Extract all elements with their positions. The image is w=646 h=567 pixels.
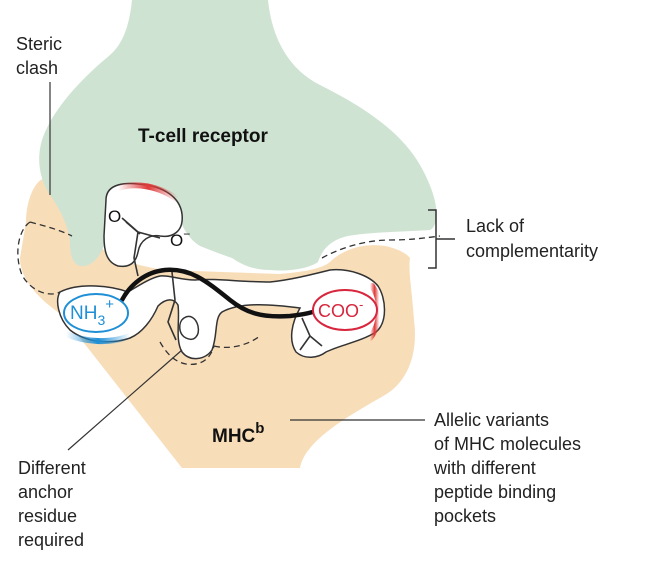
complementarity-label: Lack of complementarity	[466, 216, 598, 261]
carboxylate-bonds	[121, 217, 161, 277]
complementarity-bracket	[428, 209, 455, 269]
allelic-label: Allelic variants of MHC molecules with d…	[433, 410, 586, 526]
steric-clash-outline	[17, 221, 61, 295]
c-terminus-label: COO-	[318, 297, 363, 321]
c-terminus-ellipse	[312, 289, 378, 331]
peptide-side-chain-2	[299, 317, 323, 351]
n-terminus-label: NH3+	[70, 296, 114, 328]
anchor-label: Different anchor residue required	[18, 458, 91, 550]
mhc-title: MHCb	[212, 420, 264, 447]
mhc-pocket-dashed	[159, 341, 215, 366]
steric-label: Steric clash	[16, 34, 67, 78]
anchor-residue	[179, 315, 200, 340]
tcr-title: T-cell receptor	[138, 126, 268, 147]
peptide-backbone	[119, 267, 333, 319]
peptide-side-chain-1	[167, 271, 177, 341]
c-terminus-glow	[367, 283, 383, 341]
n-terminus-ellipse	[63, 293, 129, 333]
carboxylate-label: O−	[170, 227, 190, 250]
n-terminus-glow	[63, 331, 133, 345]
tcr-charge-glow	[115, 182, 181, 203]
oxygen-label: O	[108, 207, 121, 226]
binding-groove	[57, 268, 386, 360]
complementarity-dashed	[321, 235, 441, 259]
steric-clash-inner	[29, 221, 73, 237]
tcr-molecule	[39, 0, 437, 271]
mhc-pocket-dashed-2	[213, 335, 261, 349]
leader-anchor	[67, 349, 183, 451]
